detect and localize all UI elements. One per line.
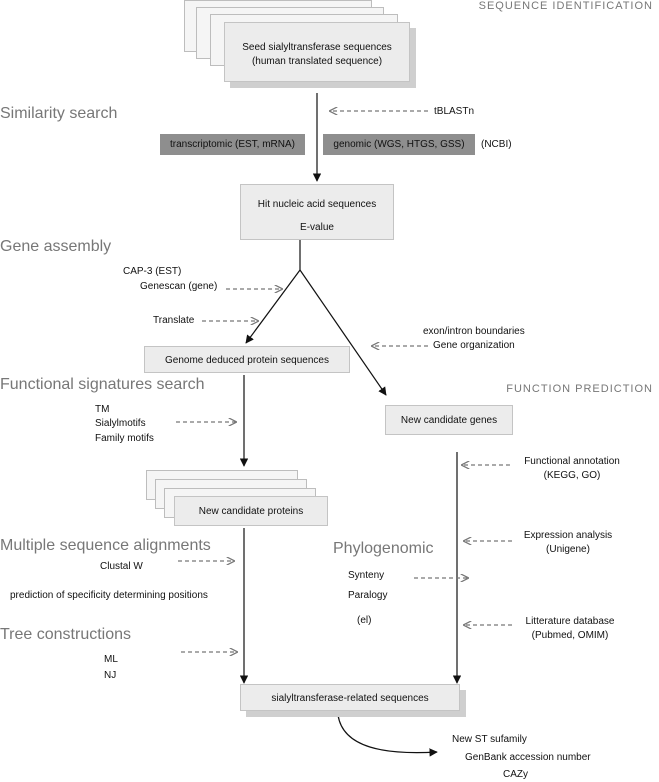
tool-litterature-1: Litterature database <box>525 616 615 627</box>
tool-family-motifs: Family motifs <box>95 433 154 444</box>
tool-cap3: CAP-3 (EST) <box>123 266 182 277</box>
tool-sialylmotifs: Sialylmotifs <box>95 418 146 429</box>
tool-paralogy: Paralogy <box>348 590 388 601</box>
section-phylogenomic: Phylogenomic <box>333 540 434 557</box>
tool-tblastn: tBLASTn <box>434 106 475 117</box>
ncbi-label: (NCBI) <box>481 139 512 150</box>
section-tree-constructions: Tree constructions <box>0 626 132 643</box>
transcriptomic-database: transcriptomic (EST, mRNA) <box>160 134 305 155</box>
tool-prediction-sdp: prediction of specificity determining po… <box>10 590 208 601</box>
tool-nj: NJ <box>104 670 117 681</box>
arrow-to-outputs <box>337 714 438 757</box>
tool-gene-organization: Gene organization <box>433 340 515 351</box>
output-new-st: New ST sufamily <box>452 734 527 745</box>
st-related-box: sialyltransferase-related sequences <box>240 684 460 711</box>
arrow-to-candidate-genes <box>299 269 387 396</box>
tool-synteny: Synteny <box>348 570 385 581</box>
st-related-label: sialyltransferase-related sequences <box>271 693 429 704</box>
section-similarity-search: Similarity search <box>0 105 118 122</box>
tool-el: (el) <box>357 615 372 626</box>
candidate-proteins-box: New candidate proteins <box>174 496 328 526</box>
arrow-to-genome-deduced <box>245 269 301 344</box>
output-cazy: CAZy <box>503 769 528 780</box>
tool-expression-2: (Unigene) <box>546 544 590 555</box>
tool-litterature-2: (Pubmed, OMIM) <box>531 630 609 641</box>
output-genbank: GenBank accession number <box>465 752 591 763</box>
tool-exon-intron: exon/intron boundaries <box>423 326 525 337</box>
section-gene-assembly: Gene assembly <box>0 238 112 255</box>
tool-expression-1: Expression analysis <box>523 530 613 541</box>
caption-sequence-identification: SEQUENCE IDENTIFICATION <box>478 0 653 12</box>
candidate-genes-label: New candidate genes <box>400 415 498 426</box>
section-multiple-alignments: Multiple sequence alignments <box>0 537 211 554</box>
candidate-proteins-label: New candidate proteins <box>198 506 304 517</box>
caption-function-prediction: FUNCTION PREDICTION <box>506 383 653 395</box>
seed-line-1: Seed sialyltransferase sequences <box>242 42 392 53</box>
tool-functional-annotation-1: Functional annotation <box>524 456 620 467</box>
genomic-database: genomic (WGS, HTGS, GSS) <box>323 134 475 155</box>
genome-deduced-box: Genome deduced protein sequences <box>144 346 350 373</box>
candidate-genes-box: New candidate genes <box>385 405 513 435</box>
tool-translate: Translate <box>153 315 195 326</box>
section-functional-signatures: Functional signatures search <box>0 376 205 393</box>
tool-tm: TM <box>95 404 110 415</box>
tool-clustal: Clustal W <box>100 561 143 572</box>
genome-deduced-label: Genome deduced protein sequences <box>164 355 329 366</box>
tool-ml: ML <box>104 654 118 665</box>
seed-sequences-box: Seed sialyltransferase sequences (human … <box>224 22 410 82</box>
tool-functional-annotation-2: (KEGG, GO) <box>543 470 601 481</box>
hit-line-1: Hit nucleic acid sequences <box>257 199 377 210</box>
hit-line-2: E-value <box>300 222 334 233</box>
tool-genescan: Genescan (gene) <box>140 281 218 292</box>
hit-sequences-box: Hit nucleic acid sequences E-value <box>240 184 394 240</box>
seed-line-2: (human translated sequence) <box>251 56 383 67</box>
